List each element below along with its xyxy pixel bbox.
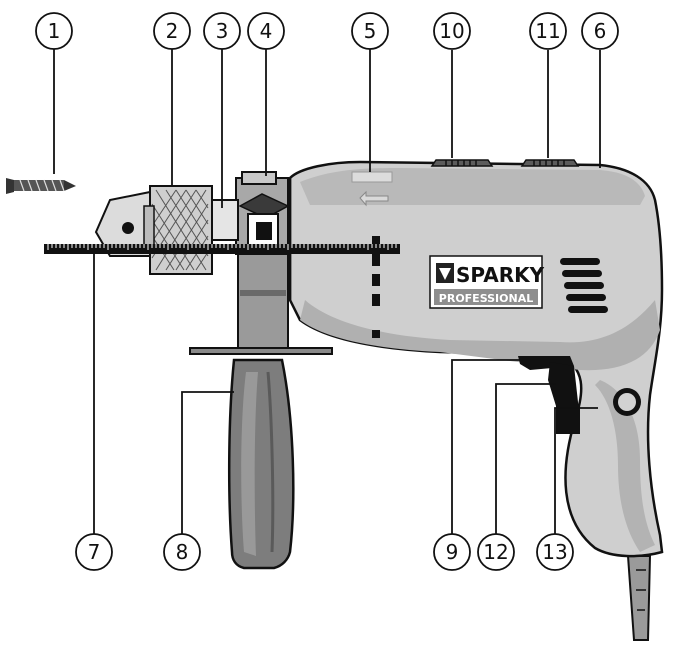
vent-slots xyxy=(560,258,608,313)
callout-2: 2 xyxy=(153,12,191,50)
callout-8: 8 xyxy=(163,533,201,571)
chuck xyxy=(94,185,213,275)
brand-name: SPARKY xyxy=(456,263,545,287)
drill-body xyxy=(288,160,664,558)
callout-9: 9 xyxy=(433,533,471,571)
callout-label: 11 xyxy=(535,19,560,43)
callout-10: 10 xyxy=(433,12,471,50)
lock-button xyxy=(613,388,641,416)
callout-label: 13 xyxy=(542,540,567,564)
callout-label: 2 xyxy=(166,19,179,43)
callout-12: 12 xyxy=(477,533,515,571)
callout-label: 3 xyxy=(216,19,229,43)
side-handle xyxy=(189,249,333,570)
leader-lines xyxy=(53,48,601,534)
callout-7: 7 xyxy=(75,533,113,571)
brand-sub: PROFESSIONAL xyxy=(439,292,533,305)
callout-4: 4 xyxy=(247,12,285,50)
callout-label: 9 xyxy=(446,540,459,564)
power-cord xyxy=(626,555,652,641)
rotation-arrow-icon xyxy=(359,190,389,207)
rotation-direction-switch xyxy=(351,171,393,207)
callout-label: 1 xyxy=(48,19,61,43)
mode-selector-switch xyxy=(520,159,580,167)
callout-label: 10 xyxy=(439,19,464,43)
handle-clamp xyxy=(235,171,290,255)
callout-5: 5 xyxy=(351,12,389,50)
depth-scale-marks xyxy=(372,236,380,338)
callout-label: 7 xyxy=(88,540,101,564)
trigger xyxy=(518,356,580,434)
callout-6: 6 xyxy=(581,12,619,50)
screw-icon xyxy=(6,178,76,194)
callout-label: 5 xyxy=(364,19,377,43)
callout-11: 11 xyxy=(529,12,567,50)
callout-13: 13 xyxy=(536,533,574,571)
callout-label: 8 xyxy=(176,540,189,564)
callout-1: 1 xyxy=(35,12,73,50)
callout-label: 12 xyxy=(483,540,508,564)
depth-gauge xyxy=(44,244,400,254)
spindle xyxy=(209,199,239,241)
callout-label: 4 xyxy=(260,19,273,43)
speed-selector-switch xyxy=(430,159,494,167)
callout-label: 6 xyxy=(594,19,607,43)
brand-plate: SPARKY PROFESSIONAL xyxy=(429,255,545,309)
callout-3: 3 xyxy=(203,12,241,50)
